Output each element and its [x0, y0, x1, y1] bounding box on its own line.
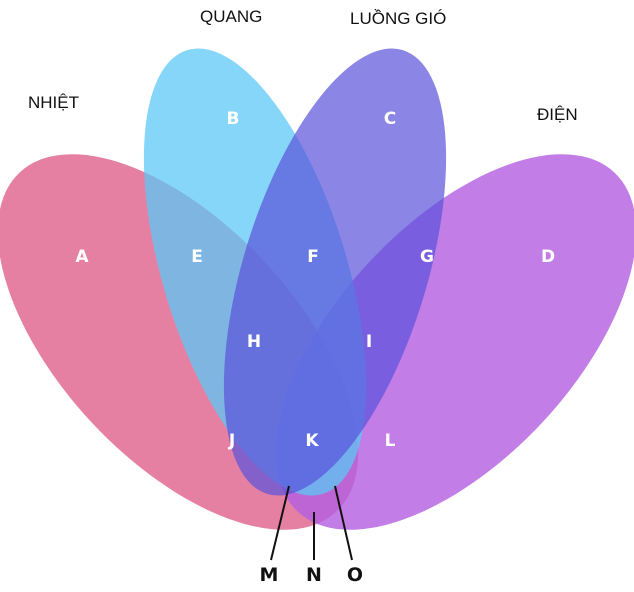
ellipse-luong-gio — [223, 48, 447, 496]
callout-m: M — [260, 564, 279, 586]
region-g: G — [420, 247, 434, 267]
region-b: B — [227, 109, 240, 129]
region-c: C — [384, 109, 396, 129]
label-nhiet: NHIỆT — [28, 93, 79, 112]
region-j: J — [228, 431, 235, 451]
callout-o: O — [347, 564, 363, 586]
region-h: H — [247, 332, 261, 352]
region-f: F — [307, 247, 319, 267]
region-k: K — [305, 431, 319, 451]
region-l: L — [385, 431, 396, 451]
label-quang: QUANG — [200, 7, 262, 26]
region-d: D — [541, 247, 555, 267]
ellipse-dien — [275, 154, 634, 530]
label-luong-gio: LUỒNG GIÓ — [350, 9, 446, 28]
callout-line-m — [270, 485, 290, 561]
region-a: A — [75, 247, 89, 267]
label-dien: ĐIỆN — [537, 105, 578, 124]
region-e: E — [191, 247, 203, 267]
callout-n: N — [306, 564, 322, 586]
region-i: I — [366, 332, 372, 352]
callout-line-o — [334, 485, 353, 561]
